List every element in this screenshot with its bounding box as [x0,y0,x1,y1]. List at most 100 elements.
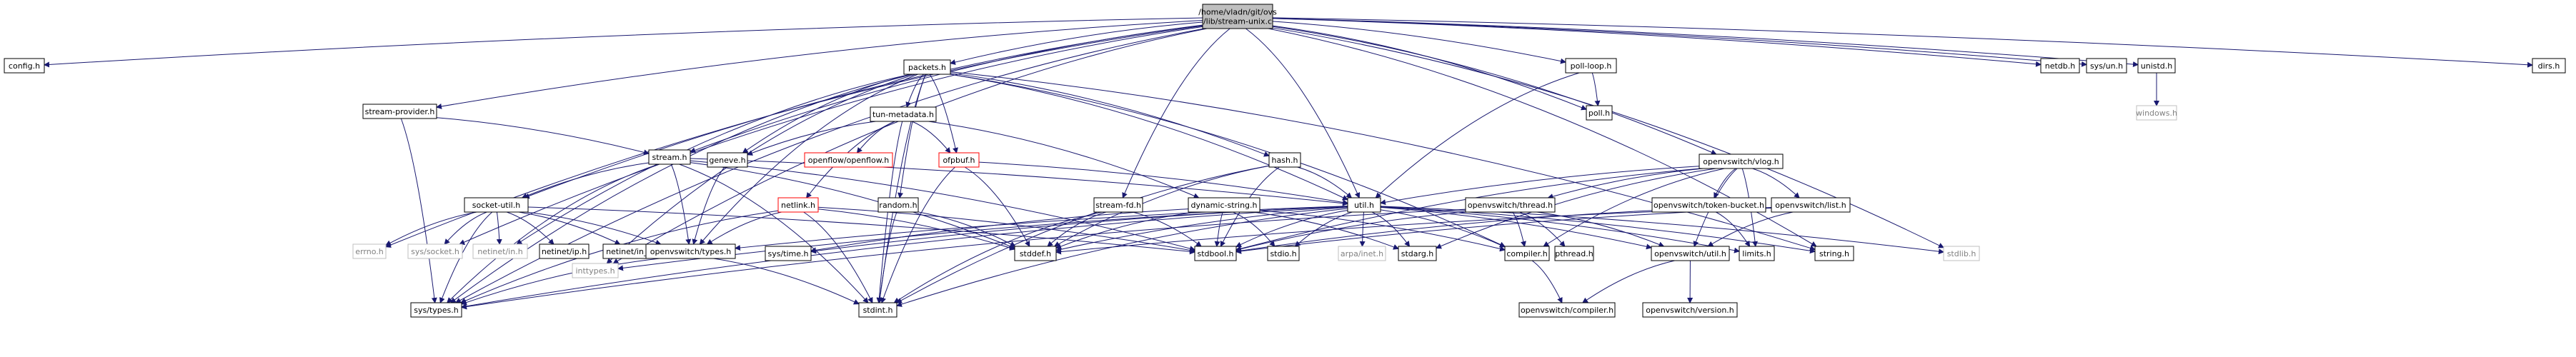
node-stddef[interactable]: stddef.h [1014,246,1057,261]
include-edge-util-to-sys_types [461,206,1348,309]
node-stream-fd[interactable]: stream-fd.h [1093,197,1143,213]
include-edge-netlink-to-stddef [817,208,1015,251]
include-edge-dynamic_string-to-stddef [1055,211,1197,249]
node-stdio[interactable]: stdio.h [1267,246,1300,261]
node-stream-provider[interactable]: stream-provider.h [362,104,437,119]
include-edge-packets-to-ovs_types [699,74,918,245]
node-tun-metadata[interactable]: tun-metadata.h [870,106,937,122]
include-edge-dynamic_string-to-stdbool [1214,211,1223,247]
node-random[interactable]: random.h [877,197,919,213]
node-ovs-util[interactable]: openvswitch/util.h [1651,246,1730,261]
node-config[interactable]: config.h [4,58,45,74]
node-root[interactable]: /home/vladn/git/ovs/lib/stream-unix.c [1198,4,1277,29]
include-edge-packets-to-hash [950,72,1270,157]
node-box [707,152,748,168]
node-netlink[interactable]: netlink.h [777,197,819,213]
node-netinet-ip[interactable]: netinet/ip.h [539,243,590,259]
include-edge-stream_provider-to-sys_types [400,118,437,303]
node-sys-types[interactable]: sys/types.h [410,302,462,318]
node-ovs-types[interactable]: openvswitch/types.h [645,243,736,259]
node-box [1943,246,1980,261]
node-sys-time[interactable]: sys/time.h [765,246,812,261]
node-geneve[interactable]: geneve.h [707,152,748,168]
include-edge-root-to-string [1268,28,1817,247]
include-edge-poll_loop-to-poll [1591,72,1601,106]
include-edge-util-to-stdio [1294,211,1353,247]
node-token-bucket[interactable]: openvswitch/token-bucket.h [1651,197,1766,213]
node-string[interactable]: string.h [1814,246,1854,261]
node-vlog[interactable]: openvswitch/vlog.h [1699,154,1784,169]
node-dirs[interactable]: dirs.h [2532,58,2566,74]
node-netdb[interactable]: netdb.h [2040,58,2080,74]
include-edge-ovs_list-to-ovs_util [1707,211,1794,247]
node-label: stdint.h [863,306,893,315]
node-label: ofpbuf.h [943,156,975,165]
node-box [1338,246,1386,261]
node-box [2040,58,2080,74]
node-label: unistd.h [2141,61,2173,71]
node-box [1651,246,1730,261]
include-edge-tun_metadata-to-ofpbuf [912,121,951,154]
node-layer: /home/vladn/git/ovs/lib/stream-unix.c con… [4,4,2566,318]
node-sys-un[interactable]: sys/un.h [2086,58,2127,74]
node-errno[interactable]: errno.h [352,243,387,259]
node-dynamic-string[interactable]: dynamic-string.h [1188,197,1260,213]
include-edge-util-to-arpa_inet [1359,211,1366,247]
node-util[interactable]: util.h [1347,197,1381,213]
node-sys-socket[interactable]: sys/socket.h [407,243,463,259]
node-unistd[interactable]: unistd.h [2137,58,2176,74]
node-ovs-list[interactable]: openvswitch/list.h [1771,197,1851,213]
node-label: errno.h [355,247,383,256]
node-poll[interactable]: poll.h [1586,105,1613,121]
node-label: sys/time.h [768,249,809,258]
node-hash[interactable]: hash.h [1268,152,1301,168]
include-edge-stream_fd-to-stdbool [1132,211,1202,247]
node-windows[interactable]: windows.h [2136,105,2177,121]
include-edge-util-to-stddef [1055,206,1348,253]
node-box [472,243,528,259]
node-pthread[interactable]: pthread.h [1554,246,1594,261]
node-stream[interactable]: stream.h [648,149,691,165]
node-label: util.h [1354,201,1374,210]
include-edge-packets-to-netinet_in [516,74,911,245]
include-edge-tun_metadata-to-netlink [805,121,895,198]
node-box [1465,197,1556,213]
node-label: openvswitch/types.h [650,247,732,256]
include-edge-dynamic_string-to-compiler [1259,210,1506,252]
node-label: stddef.h [1020,249,1051,258]
node-box [1651,197,1766,213]
node-stdbool[interactable]: stdbool.h [1194,246,1237,261]
node-label: netinet/ip.h [542,247,587,256]
node-stdint[interactable]: stdint.h [858,302,897,318]
node-thread[interactable]: openvswitch/thread.h [1465,197,1556,213]
node-box [410,302,462,318]
include-edge-root-to-vlog [1272,26,1717,155]
node-stdarg[interactable]: stdarg.h [1398,246,1437,261]
include-edge-util-to-ovs_util [1380,206,1652,250]
node-ovs-compiler[interactable]: openvswitch/compiler.h [1518,302,1616,318]
include-edge-packets-to-random [897,74,926,198]
node-box [407,243,463,259]
node-netinet-in[interactable]: netinet/in.h [472,243,528,259]
include-edge-thread-to-stdbool [1235,211,1467,252]
node-arpa-inet[interactable]: arpa/inet.h [1338,246,1386,261]
node-poll-loop[interactable]: poll-loop.h [1565,58,1617,74]
node-packets[interactable]: packets.h [903,59,951,75]
node-ofpbuf[interactable]: ofpbuf.h [938,152,980,168]
node-label: openvswitch/vlog.h [1703,157,1779,166]
node-inttypes[interactable]: inttypes.h [572,263,619,278]
node-socket-util[interactable]: socket-util.h [464,197,529,213]
include-edge-poll_loop-to-util [1375,72,1580,198]
include-edge-packets-to-ofpbuf [929,74,958,154]
node-compiler[interactable]: compiler.h [1504,246,1550,261]
node-stdlib[interactable]: stdlib.h [1943,246,1980,261]
node-limits[interactable]: limits.h [1739,246,1775,261]
node-ovs-version[interactable]: openvswitch/version.h [1642,302,1738,318]
include-edge-hash-to-stddef [1053,165,1270,247]
node-box [464,197,529,213]
node-label: socket-util.h [472,201,520,210]
node-openflow[interactable]: openflow/openflow.h [804,152,893,168]
node-label: random.h [879,201,917,210]
node-box [1347,197,1381,213]
node-box [1642,302,1738,318]
